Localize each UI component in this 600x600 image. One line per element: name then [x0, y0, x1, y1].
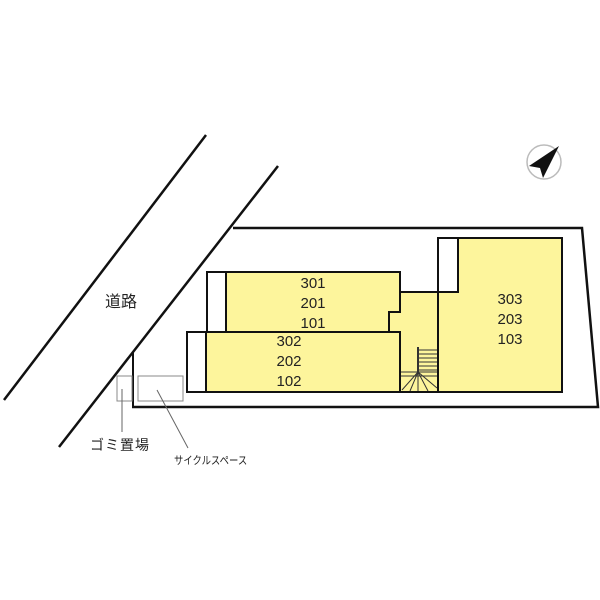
unit-number: 103: [497, 331, 523, 348]
unit-number: 102: [276, 373, 302, 390]
block-c-void: [437, 237, 459, 293]
garbage-area-label: ゴミ置場: [90, 438, 150, 454]
unit-number: 202: [276, 353, 302, 370]
unit-number: 303: [497, 291, 523, 308]
north-arrow-icon: [526, 144, 562, 180]
site-boundary: [132, 226, 600, 409]
road-edge-left: [3, 134, 207, 401]
unit-number: 101: [300, 315, 326, 332]
bicycle-area-label: サイクルスペース: [174, 454, 248, 467]
road-label: 道路: [105, 292, 138, 311]
bicycle-area: [137, 375, 184, 402]
block-b-unit-numbers: 302 202 102: [206, 332, 372, 392]
unit-number: 203: [497, 311, 523, 328]
garbage-area: [116, 375, 133, 402]
staircase: [400, 347, 438, 392]
bicycle-leader: [156, 389, 189, 449]
unit-number: 302: [276, 333, 302, 350]
block-c-unit-numbers: 303 203 103: [458, 290, 562, 350]
block-b-units: [205, 331, 401, 393]
road-edge-right: [58, 165, 279, 448]
unit-number: 201: [300, 295, 326, 312]
unit-number: 301: [300, 275, 326, 292]
block-a-unit-numbers: 301 201 101: [226, 274, 400, 334]
